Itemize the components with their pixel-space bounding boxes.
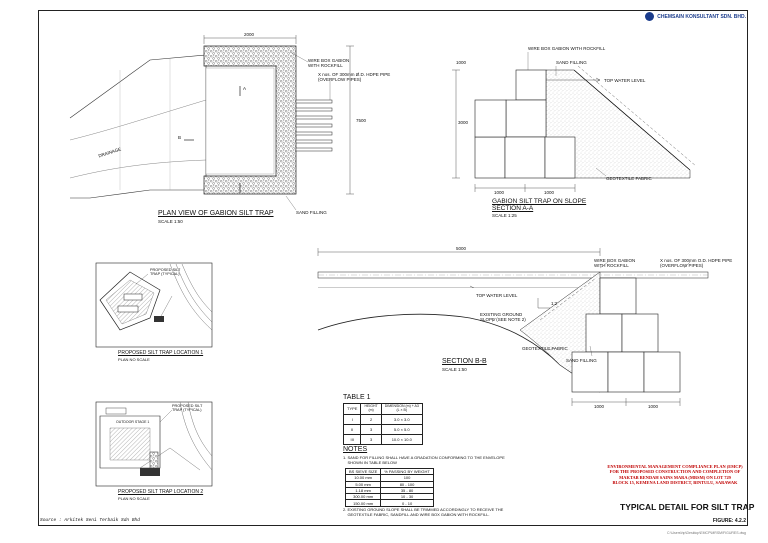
loc2-callout: PROPOSED SILT TRAP (TYPICAL) (172, 404, 203, 413)
table-row: III 3 10.0 × 10.0 (342, 433, 423, 445)
source-note: Source : Arkitek Seni Terbaik Sdn Bhd (40, 518, 140, 523)
figure-number: FIGURE: 4.2.2 (712, 518, 746, 524)
sieve-table: BS SIEVE SIZE % PASSING BY WEIGHT 10.00 … (344, 467, 434, 507)
bb-label-water: TOP WATER LEVEL (476, 293, 518, 298)
table-cell: 10.0 × 10.0 (380, 433, 423, 445)
table1: TYPE HEIGHT (m) DIMENSION (m) + A3 (L × … (342, 403, 423, 445)
emp-title-block: ENVIRONMENTAL MANAGEMENT COMPLIANCE PLAN… (600, 464, 750, 486)
table-cell: 1.18 mm (344, 486, 382, 495)
drawing-frame (38, 10, 748, 526)
aa-scale: SCALE 1:25 (492, 213, 517, 218)
table-cell: 2 (360, 413, 382, 425)
note-1: 1. SAND FOR FILLING SHALL HAVE A GRADATI… (343, 455, 505, 465)
loc2-building: OUTDOOR STAGE 1 (116, 420, 150, 424)
loc1-title: PROPOSED SILT TRAP LOCATION 1 (118, 350, 204, 356)
emp-line-2: FOR THE PROPOSED CONSTRUCTION AND COMPLE… (609, 469, 741, 475)
plan-dim-top: 2000 (244, 32, 255, 37)
table-cell: 10.00 mm (344, 474, 382, 482)
table-cell: 35 - 80 (380, 486, 434, 495)
table1-header: HEIGHT (m) (360, 403, 382, 415)
aa-dim-left: 1000 (456, 60, 467, 65)
plan-view-title: PLAN VIEW OF GABION SILT TRAP (158, 210, 274, 217)
location-1-plan (95, 262, 213, 348)
plan-label-sand: SAND FILLING (296, 210, 327, 215)
table1-header: DIMENSION (m) + A3 (L × B) (380, 403, 423, 415)
table-cell: 5.0 × 5.0 (380, 423, 423, 435)
location-2-plan (95, 401, 213, 487)
plan-section-a: A (243, 86, 247, 91)
aa-dim-height: 3000 (458, 120, 469, 125)
table-cell: I (342, 413, 362, 425)
table-cell: 5.00 mm (344, 480, 382, 488)
bb-title: SECTION B-B (442, 358, 487, 365)
bb-label-ground: EXISTING GROUND SLOPE (SEE NOTE 2) (480, 312, 526, 322)
aa-label-wire-box: WIRE BOX GABION WITH ROCKFILL (528, 46, 606, 51)
loc1-scale: PLAN NO SCALE (118, 357, 150, 362)
table-cell: 3 (360, 433, 382, 445)
aa-label-sand: SAND FILLING (556, 60, 587, 65)
plan-view-drawing (69, 35, 354, 211)
table1-header: TYPE (342, 403, 362, 415)
table1-title: TABLE 1 (343, 394, 371, 401)
table-cell: 10 - 30 (380, 493, 434, 501)
plan-dim-side: 7500 (356, 118, 367, 123)
plan-label-wire-box: WIRE BOX GABION WITH ROCKFILL (308, 58, 350, 68)
plan-view-scale: SCALE 1:50 (158, 219, 183, 224)
bb-label-slope: 1:2 (551, 301, 558, 306)
aa-dim-b1: 1000 (494, 190, 505, 195)
bb-label-pipes: X nos. OF 300mm O.D. HDPE PIPE (OVERFLOW… (660, 258, 733, 268)
plan-label-pipes: X nos. OF 300mm Ø.D. HDPE PIPE (OVERFLOW… (318, 72, 391, 82)
aa-dim-b2: 1000 (544, 190, 555, 195)
sieve-header: BS SIEVE SIZE (344, 467, 382, 476)
company-logo-icon (645, 12, 655, 21)
bb-label-sand: SAND FILLING (566, 358, 597, 363)
table-row: I 2 3.0 × 3.0 (342, 413, 423, 425)
plan-section-b: B (178, 135, 182, 140)
loc2-scale: PLAN NO SCALE (118, 496, 150, 501)
table-cell: III (342, 433, 362, 445)
note-2: 2. EXISTING GROUND SLOPE SHALL BE TRIMME… (343, 507, 504, 517)
bb-dim-b2: 1000 (648, 404, 659, 409)
file-path: C:\Users\hp\Desktop\EMCP\MRSM\FIGURES.dw… (667, 531, 746, 535)
emp-line-3: MAKTAB RENDAH SAINS MARA (MRSM) ON LOT 7… (619, 474, 731, 480)
company-name: CHEMSAIN KONSULTANT SDN. BHD. (657, 13, 746, 20)
drawing-title: TYPICAL DETAIL FOR SILT TRAP (620, 502, 755, 512)
table-cell: 3 (360, 423, 382, 435)
section-bb-drawing (317, 248, 709, 406)
table-cell: 300.00 mm (344, 493, 382, 501)
sieve-header-row: BS SIEVE SIZE % PASSING BY WEIGHT (344, 467, 434, 476)
loc2-title: PROPOSED SILT TRAP LOCATION 2 (118, 489, 204, 495)
notes-title: NOTES (343, 446, 368, 453)
table-cell: 80 - 100 (380, 480, 434, 488)
bb-dim-top: 5000 (456, 246, 467, 251)
aa-title-2: SECTION A-A (492, 205, 534, 212)
aa-label-water: TOP WATER LEVEL (604, 78, 646, 83)
bb-scale: SCALE 1:50 (442, 367, 467, 372)
section-aa-drawing (452, 52, 697, 192)
table-row: II 3 5.0 × 5.0 (342, 423, 423, 435)
emp-line-4: BLOCK 15, KEMENA LAND DISTRICT, BINTULU,… (612, 480, 738, 486)
table-cell: 150.00 mm (344, 499, 382, 507)
table-cell: 100 (380, 474, 434, 482)
table-cell: 0 - 10 (380, 499, 434, 507)
emp-line-1: ENVIRONMENTAL MANAGEMENT COMPLIANCE PLAN… (607, 464, 743, 469)
bb-label-wire-box: WIRE BOX GABION WITH ROCKFILL (594, 258, 636, 268)
company-logo: CHEMSAIN KONSULTANT SDN. BHD. (645, 12, 746, 21)
sieve-header: % PASSING BY WEIGHT (380, 467, 434, 476)
bb-dim-b1: 1000 (594, 404, 605, 409)
loc1-callout: PROPOSED SILT TRAP (TYPICAL) (150, 268, 181, 277)
aa-title-1: GABION SILT TRAP ON SLOPE (492, 198, 587, 205)
table1-header-row: TYPE HEIGHT (m) DIMENSION (m) + A3 (L × … (342, 403, 423, 415)
table-cell: II (342, 423, 362, 435)
bb-label-geotextile: GEOTEXTILE FABRIC (522, 346, 568, 351)
table-cell: 3.0 × 3.0 (380, 413, 423, 425)
aa-label-geotextile: GEOTEXTILE FABRIC (606, 176, 652, 181)
